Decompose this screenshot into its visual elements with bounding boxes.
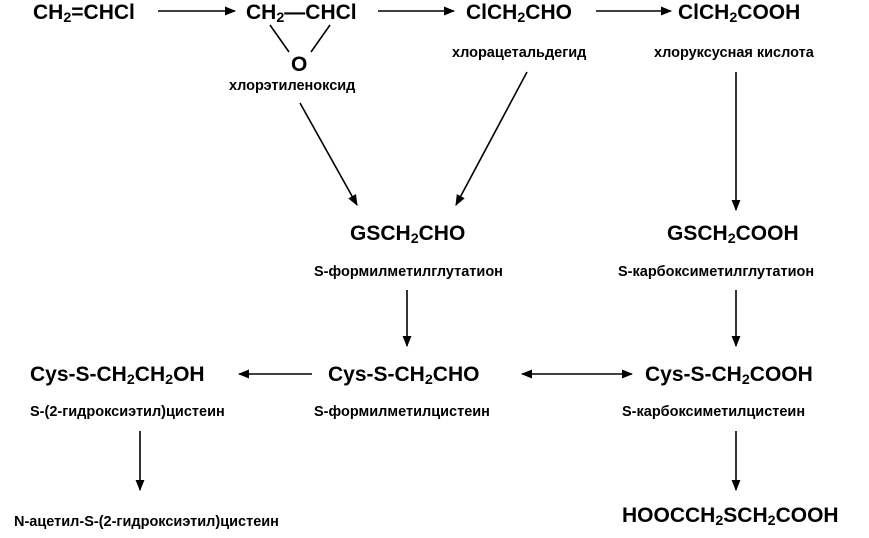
epoxide-bond-right [310, 24, 331, 53]
hydroxyethylcysteine-formula: Cys-S-CH2CH2OH [30, 363, 205, 388]
epoxide-formula: CH2—CHCl [246, 1, 357, 26]
chloroacetaldehyde-name: хлорацетальдегид [452, 45, 587, 61]
vinyl-chloride-formula: CH2=CHCl [33, 1, 135, 26]
formylmethylglutathione-name: S-формилметилглутатион [314, 264, 503, 280]
chloroacetic-acid-name: хлоруксусная кислота [654, 45, 814, 61]
carboxymethylcysteine-formula: Cys-S-CH2COOH [645, 363, 813, 388]
chloroacetic-acid-formula: ClCH2COOH [678, 1, 801, 26]
carboxymethylglutathione-formula: GSCH2COOH [667, 222, 799, 247]
epoxide-bond-left [269, 24, 290, 53]
carboxymethylcysteine-name: S-карбоксиметилцистеин [622, 404, 806, 420]
formylmethylcysteine-name: S-формилметилцистеин [314, 404, 490, 420]
arrow-chloroacetaldehyde-to-formylmethylglutathione [455, 71, 528, 206]
hydroxyethylcysteine-name: S-(2-гидроксиэтил)цистеин [30, 404, 225, 420]
epoxide-oxygen: O [291, 53, 308, 76]
formylmethylcysteine-formula: Cys-S-CH2CHO [328, 363, 480, 388]
chloroacetaldehyde-formula: ClCH2CHO [466, 1, 572, 26]
carboxymethylglutathione-name: S-карбоксиметилглутатион [618, 264, 815, 280]
arrow-epoxide-to-formylmethylglutathione [299, 102, 358, 206]
acetyl-hydroxyethylcysteine-name: N-ацетил-S-(2-гидроксиэтил)цистеин [14, 514, 279, 530]
formylmethylglutathione-formula: GSCH2CHO [350, 222, 466, 247]
thiodiglycolic-acid-formula: HOOCCH2SCH2COOH [622, 504, 839, 529]
epoxide-name: хлорэтиленоксид [229, 78, 356, 94]
